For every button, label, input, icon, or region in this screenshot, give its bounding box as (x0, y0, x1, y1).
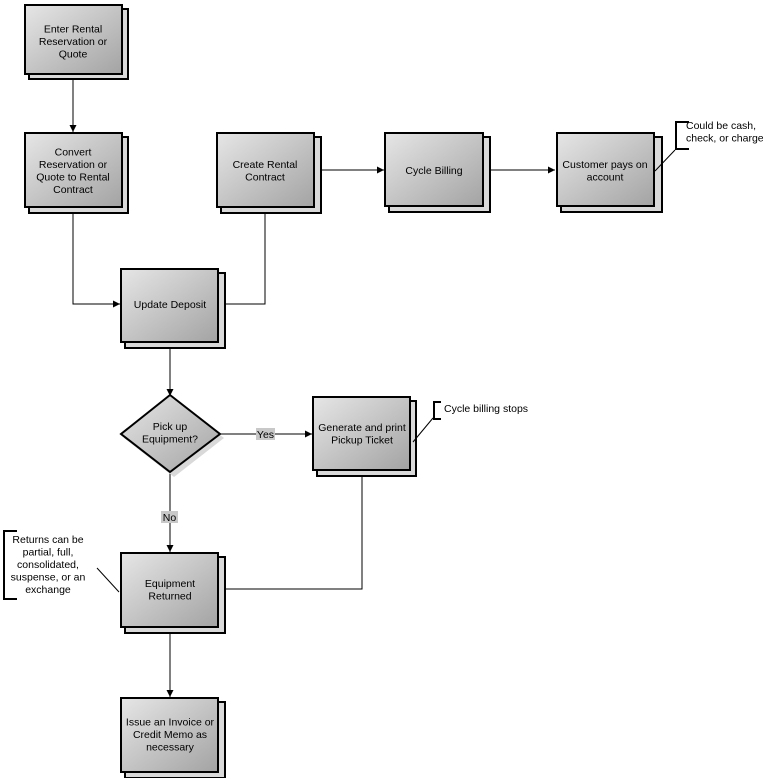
annotation-text-line: suspense, or an (11, 572, 86, 584)
svg-text:No: No (163, 512, 177, 524)
process-box-update-deposit[interactable]: Update Deposit (120, 268, 226, 349)
node-label-line: Quote (59, 49, 88, 61)
node-label-line: Contract (53, 184, 93, 196)
node-label-line: Reservation or (39, 159, 108, 171)
edge-ticket-to-returned (219, 470, 363, 593)
node-label-line: Issue an Invoice or (126, 717, 215, 729)
annotation-text-line: Returns can be (12, 534, 83, 546)
node-label-line: Quote to Rental (36, 171, 110, 183)
node-label-line: Pickup Ticket (331, 434, 393, 446)
node-label-line: account (587, 171, 624, 183)
node-label-line: Customer pays on (562, 159, 647, 171)
node-label-line: Equipment (145, 578, 195, 590)
node-label-line: Credit Memo as (133, 729, 207, 741)
node-label-line: Returned (148, 590, 191, 602)
node-label-line: Cycle Billing (405, 165, 462, 177)
connector-layer (69, 75, 555, 697)
svg-text:Yes: Yes (257, 429, 274, 441)
annotation-payment-method: Could be cash,check, or charge. (654, 120, 763, 172)
annotation-text-line: partial, full, (23, 547, 74, 559)
annotation-cycle-billing-stops: Cycle billing stops (412, 401, 528, 443)
node-label-line: necessary (146, 742, 195, 754)
annotation-text-line: Could be cash, (686, 120, 756, 132)
node-label-line: Enter Rental (44, 24, 102, 36)
node-label-line: Update Deposit (134, 299, 206, 311)
node-label-line: Pick up (153, 421, 188, 433)
annotation-text-line: check, or charge. (686, 133, 763, 145)
edge-label-yes: Yes (256, 428, 275, 441)
edge-create-to-deposit (219, 208, 266, 308)
node-label-line: Equipment? (142, 433, 198, 445)
annotation-text-line: exchange (25, 584, 71, 596)
edge-label-no: No (161, 511, 178, 524)
node-label-line: Convert (55, 146, 92, 158)
process-box-cycle-billing[interactable]: Cycle Billing (384, 132, 491, 213)
node-label-line: Reservation or (39, 36, 108, 48)
node-label-line: Generate and print (318, 422, 406, 434)
annotation-text-line: consolidated, (17, 559, 79, 571)
node-label-line: Contract (245, 171, 285, 183)
edge-convert-to-deposit (72, 208, 120, 308)
annotation-text-line: Cycle billing stops (444, 403, 528, 415)
node-label-line: Create Rental (233, 159, 298, 171)
